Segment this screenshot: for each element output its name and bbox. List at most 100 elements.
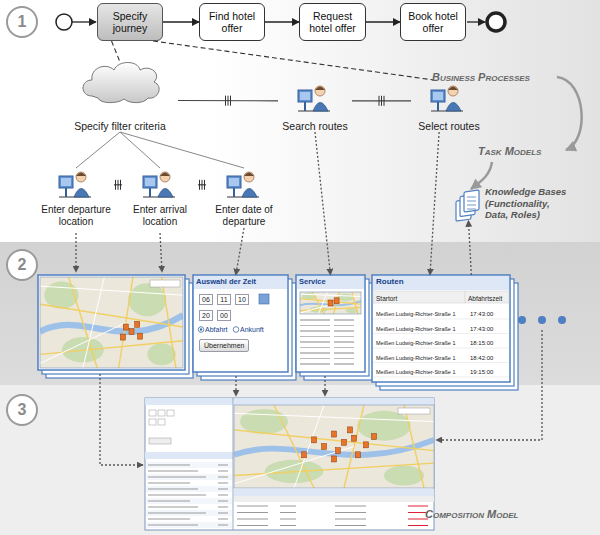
- list-text: [148, 489, 198, 490]
- list-text: [148, 477, 206, 478]
- table-text: [237, 525, 268, 526]
- person-hair: [244, 173, 254, 177]
- parallel-bar: [204, 180, 205, 190]
- parallel-bar: [225, 96, 226, 106]
- person-hair: [315, 87, 325, 91]
- person-head: [448, 86, 458, 96]
- user-task-icon: [227, 172, 259, 197]
- person-body: [242, 189, 257, 198]
- map-toolbar: [398, 408, 430, 414]
- list-text: [148, 501, 190, 502]
- panel-text: 10: [235, 294, 249, 305]
- panel-text: 11: [217, 294, 231, 305]
- list-text: [148, 525, 198, 526]
- person-head: [76, 172, 86, 182]
- map-road: [162, 277, 176, 368]
- panel-header: [145, 452, 233, 459]
- table-row: [300, 347, 361, 348]
- user-task: Search routes: [278, 80, 352, 132]
- panel-text: Routen: [376, 277, 404, 287]
- monitor-stand: [437, 102, 439, 111]
- map-street: [318, 292, 327, 314]
- map-road: [234, 463, 434, 475]
- connector: [315, 132, 331, 275]
- ui-panel: Service: [296, 275, 365, 372]
- map-ground: [40, 277, 183, 368]
- panel-text: Startort: [376, 294, 397, 303]
- map-park: [147, 343, 176, 365]
- mapping-arrow: [160, 233, 162, 272]
- user-task: Enter date of departure: [206, 168, 282, 228]
- map-marker: [332, 456, 337, 462]
- table-row: [300, 358, 361, 359]
- list-text: [148, 465, 190, 466]
- panel-header: [373, 276, 509, 290]
- map-marker: [328, 300, 333, 306]
- map-park: [338, 294, 354, 302]
- map-street: [83, 277, 104, 368]
- connector: [112, 41, 120, 62]
- node-label: Knowledge Bases (Functionality, Data, Ro…: [485, 186, 567, 221]
- list-row: [146, 468, 232, 474]
- user-task-icon: [143, 172, 175, 197]
- person-hair: [160, 173, 170, 177]
- table-row: [300, 336, 361, 337]
- list-text: [148, 519, 190, 520]
- person-body: [74, 189, 89, 198]
- cloud-shape: [83, 63, 159, 103]
- layer-arrow: [557, 77, 582, 150]
- list-row: [146, 504, 232, 510]
- mini-input: [167, 410, 174, 416]
- panel-header: [297, 276, 364, 289]
- list-text: [148, 471, 198, 472]
- map-marker: [332, 431, 337, 437]
- table-row: [300, 341, 361, 342]
- map-marker: [356, 452, 361, 458]
- map-street: [40, 323, 126, 364]
- user-task-icon: [431, 86, 463, 111]
- mapping-arrow: [235, 376, 236, 396]
- row-rule: [373, 319, 509, 320]
- task-box: Book hotel offer: [400, 3, 466, 41]
- map-marker: [364, 442, 369, 448]
- layer-name: Composition Model: [425, 508, 519, 521]
- map-road: [234, 430, 434, 451]
- map-marker: [334, 298, 339, 304]
- map-street: [300, 294, 361, 296]
- mini-input: [158, 419, 165, 425]
- map-road: [69, 277, 98, 368]
- connector: [366, 21, 400, 22]
- list-text: [218, 507, 228, 508]
- list-row: [146, 462, 232, 468]
- table-text: [280, 519, 296, 520]
- list-text: [148, 507, 198, 508]
- table-text: [335, 512, 366, 513]
- radio-button: [233, 327, 239, 333]
- panel-header: [194, 276, 287, 289]
- table-text: [335, 525, 366, 526]
- parallel-bar: [381, 96, 382, 106]
- map-image: [234, 405, 434, 488]
- band-process: [0, 0, 600, 242]
- map-marker: [312, 437, 317, 443]
- node-label: Enter departure location: [38, 204, 114, 228]
- list-text: [148, 495, 206, 496]
- map-park: [357, 411, 410, 441]
- map-toolbar: [150, 280, 180, 287]
- panel-text: 00: [217, 310, 231, 321]
- monitor-stand: [149, 188, 151, 197]
- panel-header: [234, 398, 434, 405]
- mapping-arrow: [324, 376, 325, 396]
- node-label: Search routes: [278, 120, 352, 132]
- panel-text: Service: [299, 277, 326, 287]
- row-rule: [373, 377, 509, 378]
- column-rule: [465, 291, 466, 303]
- panel-text: Meißen Ludwig-Richter-Straße 1: [376, 354, 455, 362]
- table-row: [300, 352, 361, 353]
- map-marker: [120, 334, 125, 340]
- user-task: Enter departure location: [38, 168, 114, 228]
- map-street: [294, 405, 324, 488]
- connector: [153, 41, 434, 80]
- map-frame: [234, 405, 434, 488]
- parallel-bar: [379, 96, 380, 106]
